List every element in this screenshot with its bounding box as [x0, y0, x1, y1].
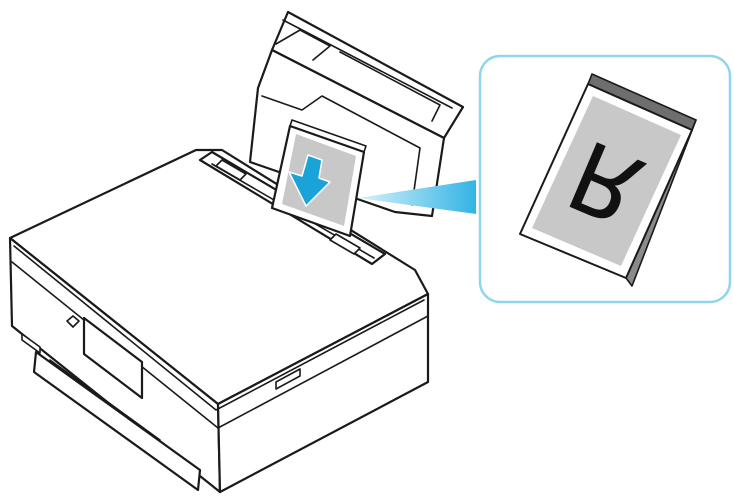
printer-paper-loading-illustration: R [0, 0, 734, 499]
